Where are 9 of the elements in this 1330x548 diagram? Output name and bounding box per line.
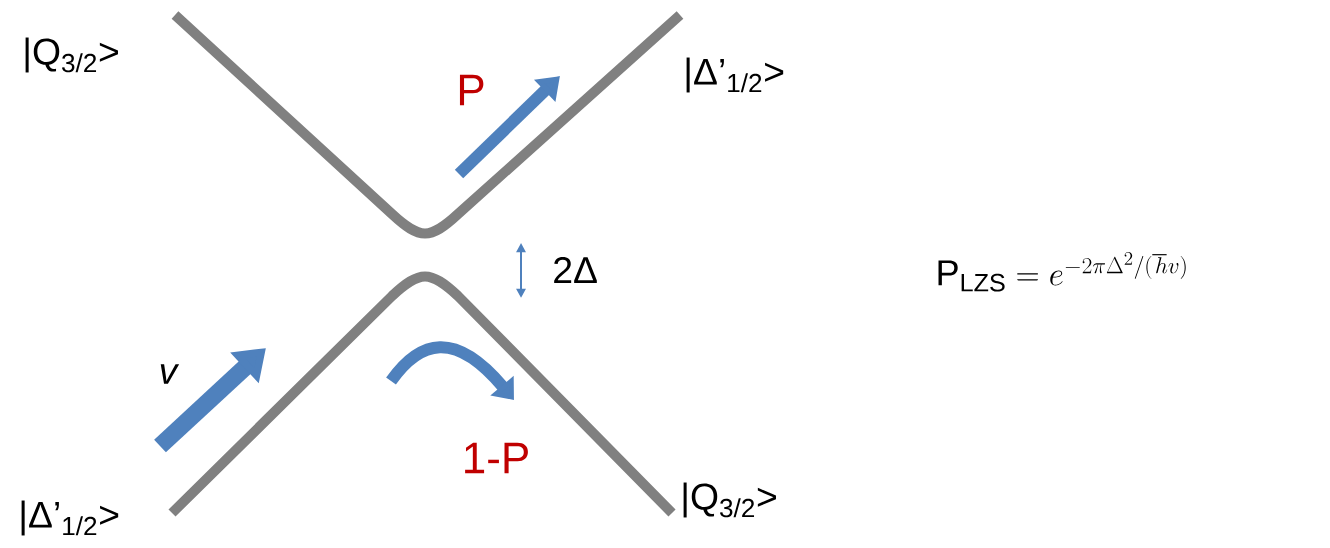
ket-label: |Δ’$_{1/2}$> (21, 500, 119, 536)
ket-label: |Q$_{3/2}$> (683, 482, 776, 518)
ket-label: |Q$_{3/2}$> (25, 37, 118, 73)
gap-label: 2Δ (554, 256, 597, 284)
probability-label: P (459, 74, 484, 106)
ket-label: |Δ’$_{1/2}$> (686, 57, 784, 93)
formula: $\mathrm{P}_{\mathrm{LZS}} = e^{-2\pi\Delta^2/(\hbar v)}$ (938, 252, 1186, 292)
velocity-label: v (160, 364, 180, 384)
probability-label: 1-P (465, 442, 528, 474)
